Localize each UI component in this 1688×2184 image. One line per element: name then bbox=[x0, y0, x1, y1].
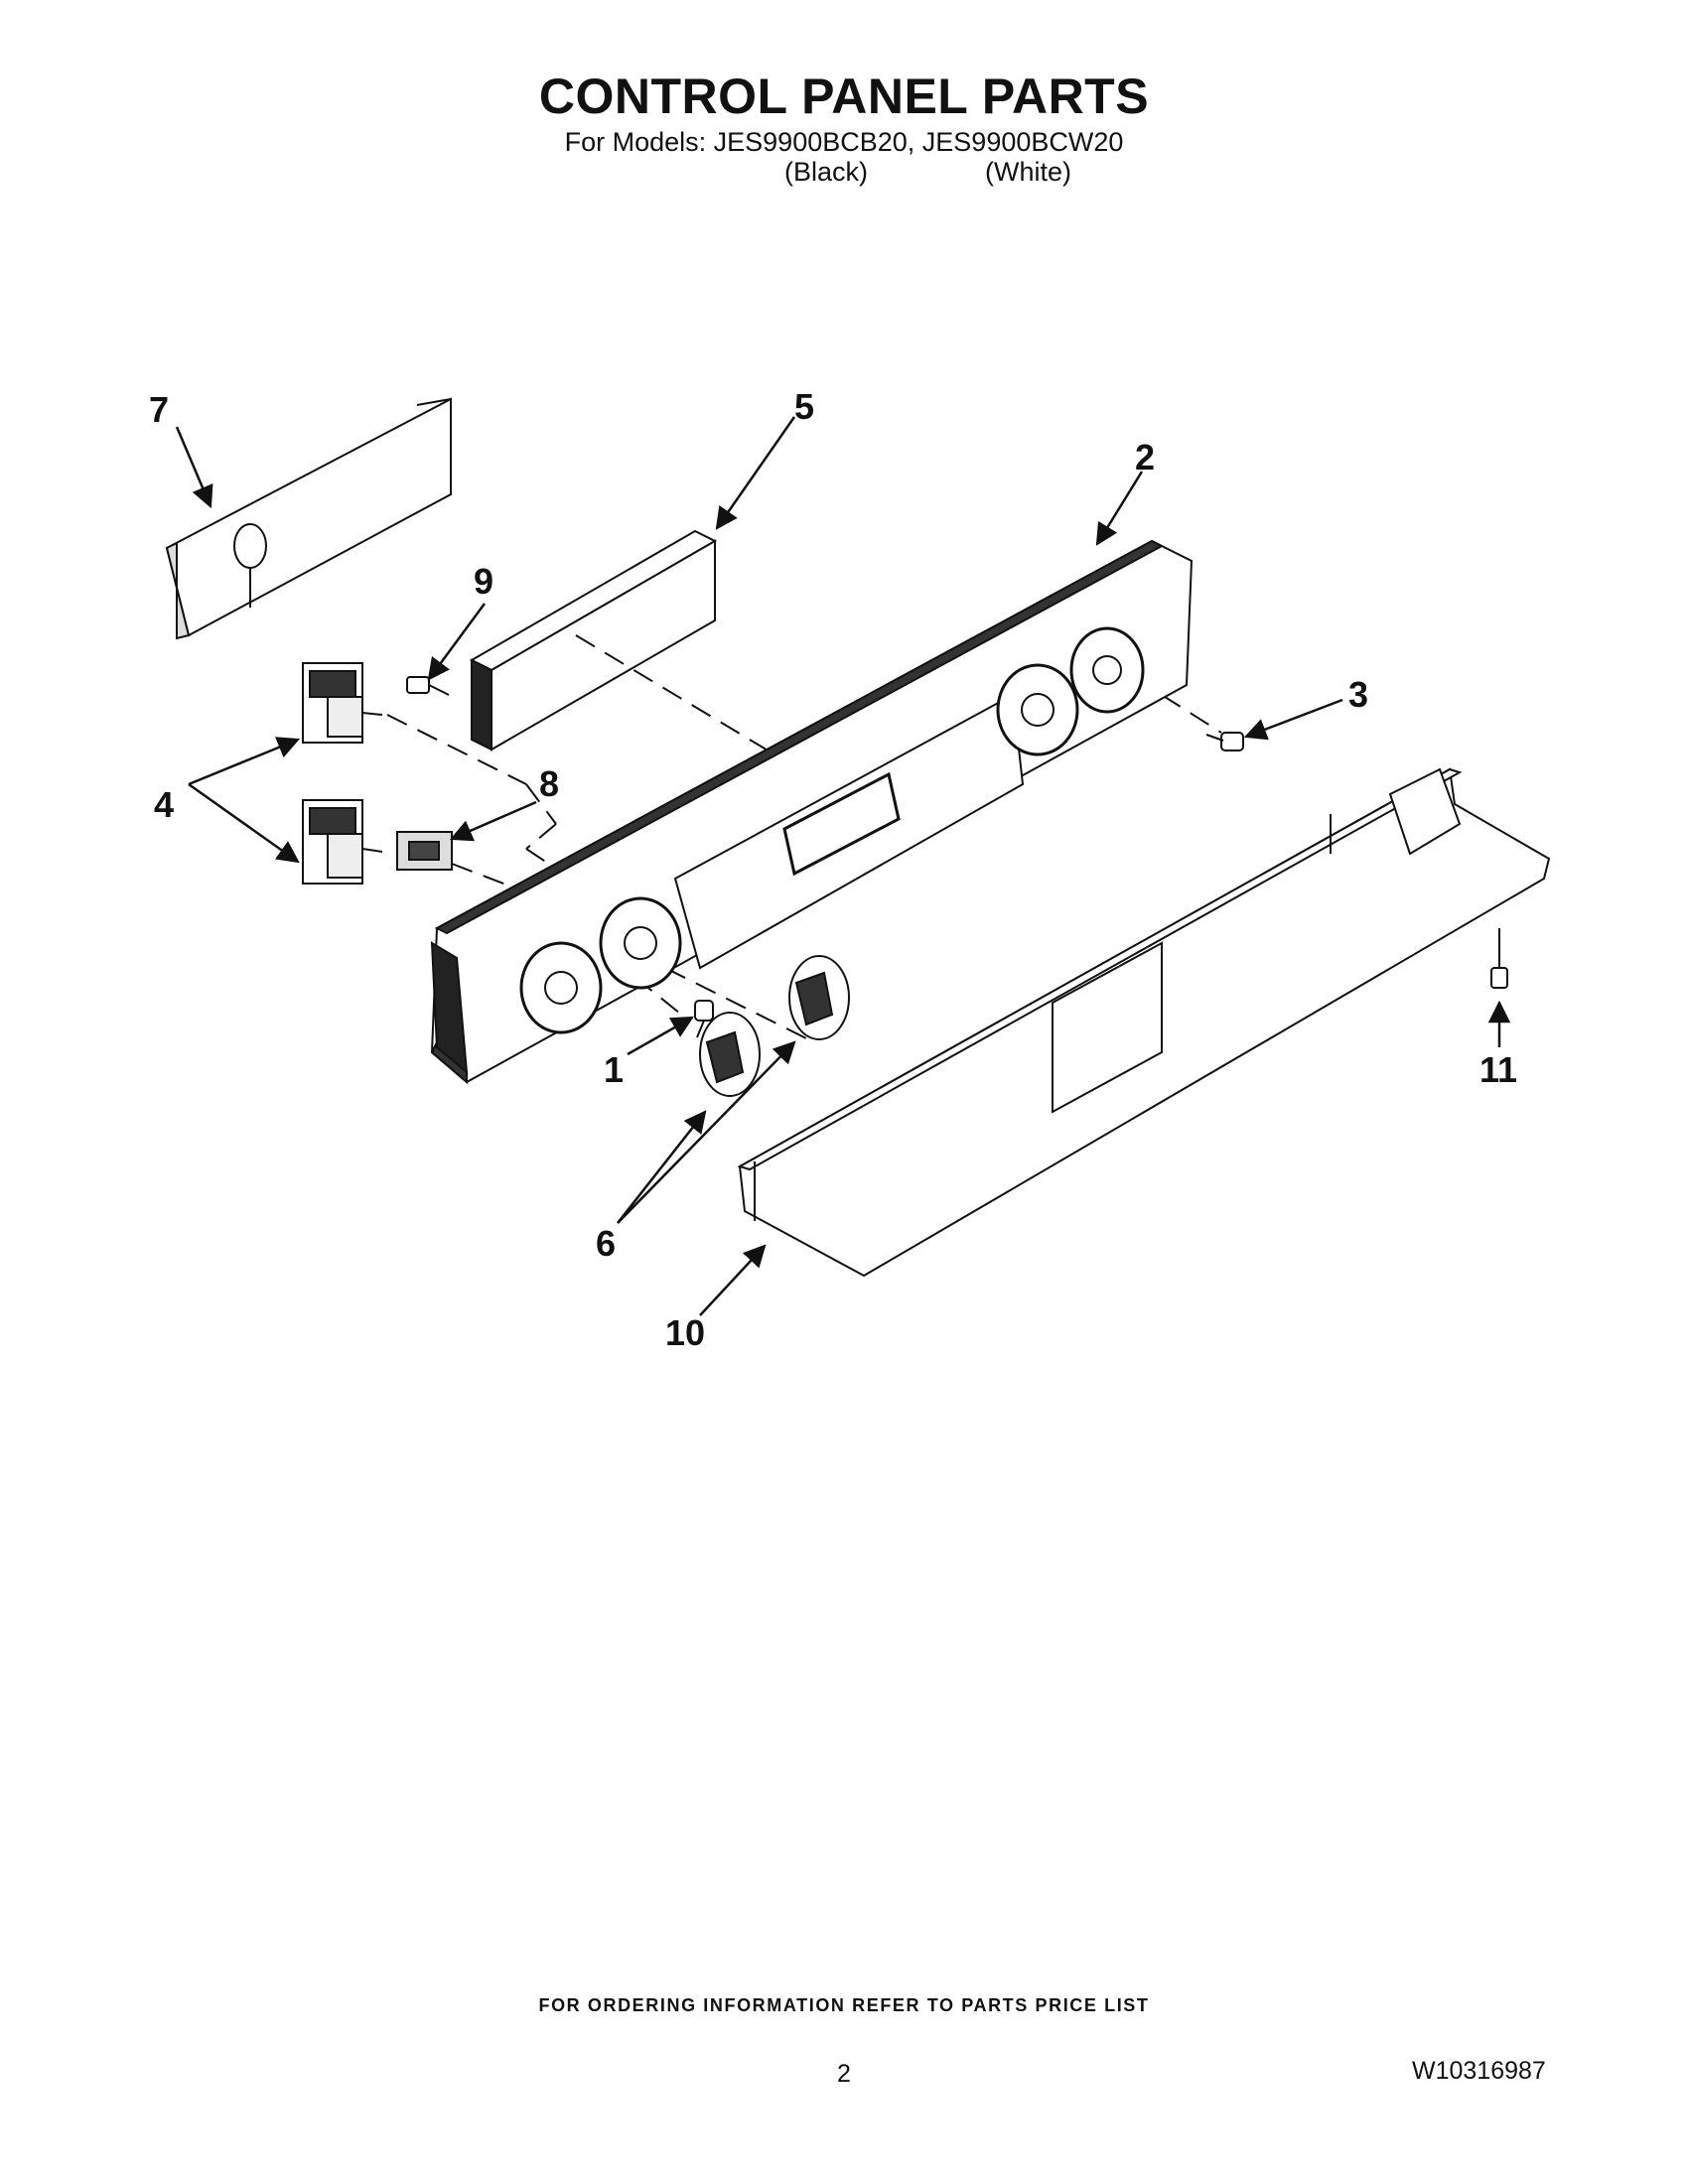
callout-10: 10 bbox=[665, 1312, 705, 1353]
knob-part-right bbox=[788, 955, 850, 1040]
callout-4: 4 bbox=[154, 784, 174, 825]
rear-shield-part bbox=[165, 397, 452, 640]
callout-1: 1 bbox=[604, 1049, 624, 1090]
page-number: 2 bbox=[837, 2060, 851, 2088]
page-title: CONTROL PANEL PARTS bbox=[538, 68, 1150, 124]
callout-11: 11 bbox=[1479, 1049, 1517, 1090]
model-list: For Models: JES9900BCB20, JES9900BCW20 bbox=[564, 127, 1124, 157]
variant-white-label: (White) bbox=[985, 157, 1071, 187]
screw-part-11 bbox=[1490, 928, 1508, 989]
callout-7: 7 bbox=[149, 389, 169, 430]
document-number: W10316987 bbox=[1412, 2057, 1546, 2085]
infinite-switch-upper bbox=[302, 662, 383, 744]
screw-part-9 bbox=[406, 676, 450, 696]
callout-3: 3 bbox=[1348, 674, 1368, 715]
callout-2: 2 bbox=[1135, 437, 1155, 478]
callout-leaders bbox=[175, 416, 1511, 1316]
display-cover-part bbox=[469, 529, 718, 751]
screw-part-1 bbox=[694, 1000, 714, 1038]
variant-black-label: (Black) bbox=[784, 157, 869, 187]
control-panel-part bbox=[430, 539, 1194, 1085]
callout-5: 5 bbox=[794, 386, 814, 427]
infinite-switch-lower bbox=[302, 799, 383, 885]
ordering-note: FOR ORDERING INFORMATION REFER TO PARTS … bbox=[538, 1995, 1150, 2015]
switch-part-8 bbox=[396, 831, 453, 871]
callout-8: 8 bbox=[539, 763, 559, 804]
knob-part-left bbox=[699, 1012, 761, 1097]
mounting-bracket-part bbox=[737, 767, 1551, 1278]
callout-9: 9 bbox=[474, 561, 493, 602]
callout-6: 6 bbox=[596, 1223, 616, 1264]
screw-part-3 bbox=[1205, 732, 1244, 751]
